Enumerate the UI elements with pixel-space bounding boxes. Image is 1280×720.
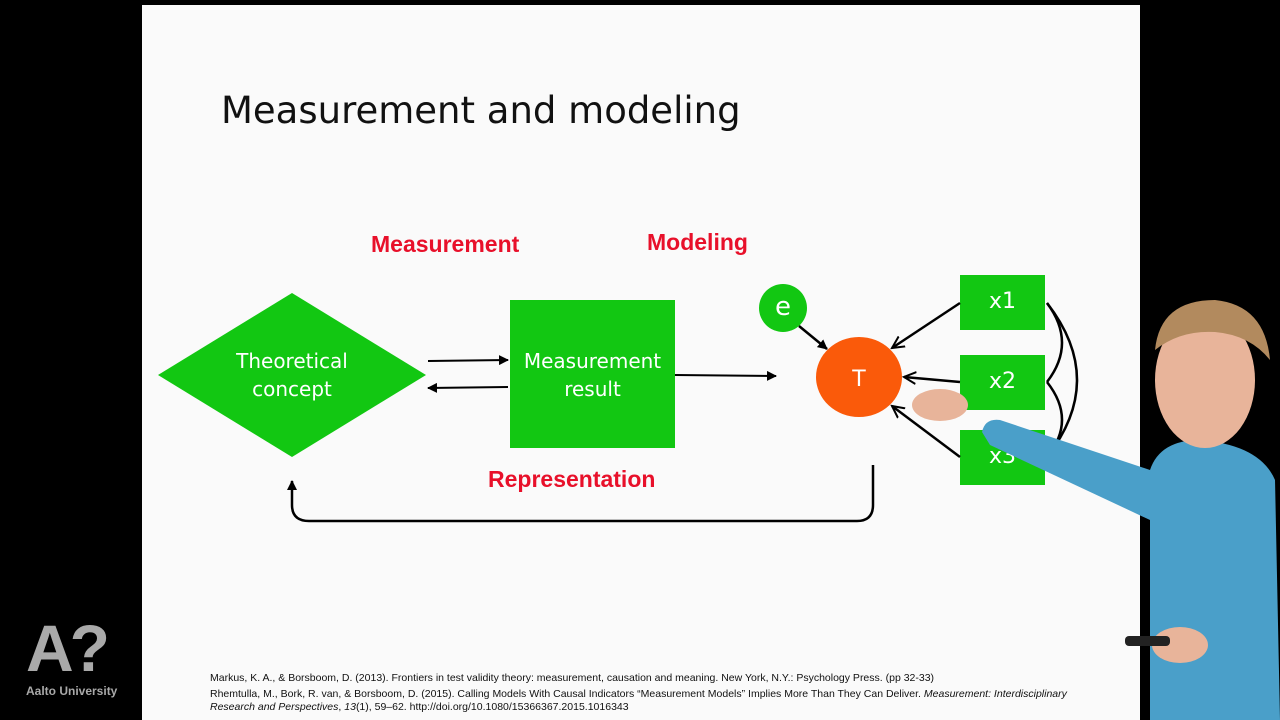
measurement-label: Measurement [371,231,520,257]
concept-to-result-arrow [427,355,509,366]
x3-to-t-arrow [892,406,961,458]
measurement-model-diagram [158,275,1079,523]
covariance-x1-x3 [1046,302,1079,458]
reference-rhemtulla-authors-title: Rhemtulla, M., Bork, R. van, & Borsboom,… [210,688,921,700]
theoretical-concept-node [158,293,426,457]
x1-node [960,275,1045,330]
slide: Measurement and modeling Measurement Mod… [142,5,1140,720]
representation-loop-arrow [287,465,875,523]
measurement-result-line2: result [564,377,621,401]
x2-node [960,355,1045,410]
modeling-label: Modeling [647,229,748,255]
result-to-concept-arrow [427,382,509,393]
x2-to-t-arrow [904,377,961,382]
error-node [759,284,807,332]
measurement-result-node [510,300,675,448]
x1-to-t-arrow [892,301,961,348]
logo-mark: A? [26,611,110,685]
reference-rhemtulla-2015: Rhemtulla, M., Bork, R. van, & Borsboom,… [210,688,1067,713]
result-to-model-arrow [674,370,777,381]
reference-rhemtulla-journal: Measurement: Interdisciplinary Research … [210,688,1067,713]
references: Markus, K. A., & Borsboom, D. (2013). Fr… [210,672,1110,717]
x1-node-label: x1 [988,289,1017,314]
measurement-result-line1: Measurement [523,349,662,373]
x2-node-label: x2 [988,369,1017,394]
reference-rhemtulla-volume: 13 [344,701,356,713]
representation-label: Representation [488,466,656,492]
theoretical-concept-line2: concept [252,377,332,401]
true-score-node [816,337,902,417]
logo-name: Aalto University [26,684,118,698]
slide-title: Measurement and modeling [221,89,741,132]
reference-rhemtulla-pages-doi: (1), 59–62. http://doi.org/10.1080/15366… [355,701,629,713]
aalto-university-logo: A? Aalto University [26,615,126,705]
theoretical-concept-text: Theoretical concept [212,347,372,403]
error-to-t-arrow [798,325,828,350]
measurement-result-text: Measurement result [510,347,675,403]
theoretical-concept-line1: Theoretical [236,349,348,373]
true-score-node-label: T [852,367,866,392]
error-node-label: e [775,292,791,322]
reference-markus-2013: Markus, K. A., & Borsboom, D. (2013). Fr… [210,672,935,684]
